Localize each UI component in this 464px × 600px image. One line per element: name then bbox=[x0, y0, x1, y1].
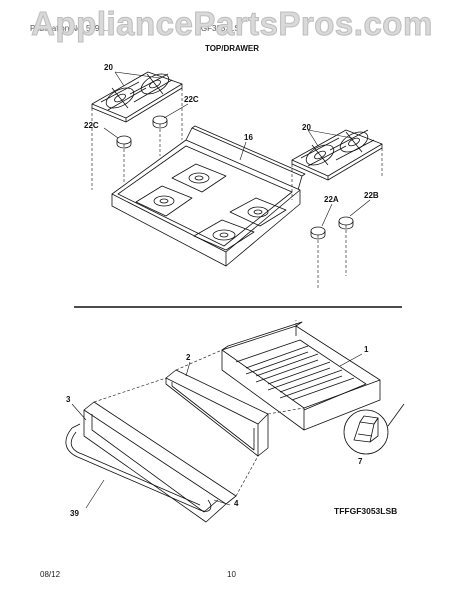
model-label: FGF3053LS bbox=[196, 24, 240, 33]
callout-4: 4 bbox=[234, 499, 239, 508]
callout-22c-right: 22C bbox=[184, 95, 199, 104]
callout-22b: 22B bbox=[364, 191, 379, 200]
drawer-body bbox=[221, 321, 381, 431]
callout-20-right: 20 bbox=[302, 123, 311, 132]
section-title: TOP/DRAWER bbox=[204, 44, 260, 53]
callout-2: 2 bbox=[186, 353, 191, 362]
main-top bbox=[111, 125, 306, 267]
model-code: TFFGF3053LSB bbox=[334, 506, 397, 516]
callout-1: 1 bbox=[364, 345, 369, 354]
assembly-lines-top bbox=[91, 88, 383, 288]
callout-22a: 22A bbox=[324, 195, 339, 204]
callout-7: 7 bbox=[358, 457, 363, 466]
callout-39: 39 bbox=[70, 509, 79, 518]
callout-3: 3 bbox=[66, 395, 71, 404]
watermark: AppliancePartsPros.com bbox=[31, 5, 433, 43]
footer-page-number: 10 bbox=[227, 570, 236, 579]
grate-left bbox=[91, 71, 183, 123]
leader-lines-top bbox=[103, 71, 371, 227]
callout-22c-left: 22C bbox=[84, 121, 99, 130]
callout-16: 16 bbox=[244, 133, 253, 142]
callout-20-left: 20 bbox=[104, 63, 113, 72]
clip-callout bbox=[343, 403, 405, 455]
grate-right bbox=[291, 129, 383, 181]
drawer-panel bbox=[165, 369, 269, 457]
drawer-handle bbox=[65, 423, 212, 512]
leader-lines-bottom bbox=[71, 353, 363, 509]
drawer-front bbox=[83, 401, 237, 523]
publication-label: Publication No. 5995... bbox=[30, 24, 111, 33]
footer-date: 08/12 bbox=[40, 570, 61, 579]
assembly-lines-bottom bbox=[93, 320, 305, 497]
